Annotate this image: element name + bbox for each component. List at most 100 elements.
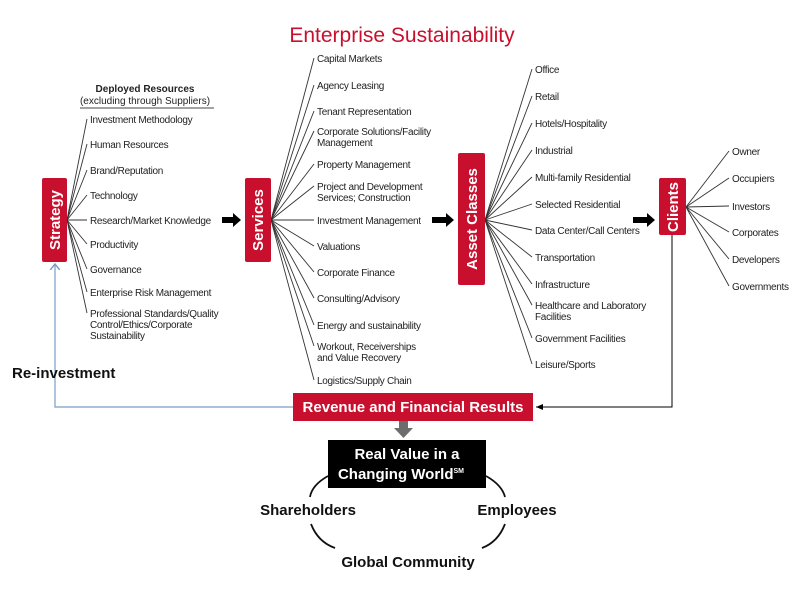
service-item: Logistics/Supply Chain bbox=[317, 376, 412, 387]
asset-class-item-connector bbox=[484, 122, 533, 221]
client-item: Occupiers bbox=[732, 174, 775, 185]
asset-class-item-connector bbox=[484, 219, 533, 339]
resource-item: Research/Market Knowledge bbox=[90, 216, 212, 227]
asset-class-item: Selected Residential bbox=[535, 200, 620, 211]
resource-item: Technology bbox=[90, 191, 138, 202]
client-item: Governments bbox=[732, 282, 789, 293]
service-item-connector bbox=[270, 57, 315, 221]
service-item: Property Management bbox=[317, 160, 411, 171]
asset-class-item: Infrastructure bbox=[535, 280, 590, 291]
client-item-connector bbox=[685, 205, 730, 208]
resource-item: Enterprise Risk Management bbox=[90, 288, 212, 299]
real-value-box: Real Value in a Changing WorldSM bbox=[328, 440, 486, 488]
clients-to-revenue-connector bbox=[536, 235, 673, 410]
asset-class-item: Multi-family Residential bbox=[535, 173, 631, 184]
resource-item-connector bbox=[66, 169, 88, 221]
revenue-label: Revenue and Financial Results bbox=[303, 399, 524, 416]
service-item-connector bbox=[270, 219, 315, 347]
service-item-connector bbox=[270, 163, 315, 221]
page-title: Enterprise Sustainability bbox=[289, 24, 515, 47]
asset-class-item: Retail bbox=[535, 92, 559, 103]
strategy-box: Strategy bbox=[42, 178, 67, 262]
asset-class-item-connector bbox=[484, 176, 533, 221]
reinvestment-label: Re-investment bbox=[12, 365, 115, 382]
asset-class-item: Hotels/Hospitality bbox=[535, 119, 607, 130]
deployed-resources-subtitle: (excluding through Suppliers) bbox=[80, 96, 210, 107]
service-item-connector bbox=[270, 84, 315, 221]
service-item-connector bbox=[270, 219, 315, 381]
asset-class-item-connector bbox=[484, 219, 533, 258]
service-item-connector bbox=[270, 130, 315, 221]
asset-class-item: Government Facilities bbox=[535, 334, 626, 345]
asset-class-item-connector bbox=[484, 68, 533, 221]
global-community-label: Global Community bbox=[341, 554, 475, 571]
service-item: Agency Leasing bbox=[317, 81, 384, 92]
asset-class-item-connector bbox=[484, 219, 533, 231]
asset-class-item-connector bbox=[484, 149, 533, 221]
fan-connectors bbox=[66, 57, 730, 381]
asset-class-item-connector bbox=[484, 95, 533, 221]
resource-item: Governance bbox=[90, 265, 142, 276]
resource-item-connector bbox=[66, 194, 88, 221]
service-item-connector bbox=[270, 110, 315, 221]
arrow-assets-to-clients bbox=[633, 213, 655, 227]
service-item-connector bbox=[270, 219, 315, 326]
service-item: Energy and sustainability bbox=[317, 321, 421, 332]
arrow-strategy-to-services bbox=[222, 213, 241, 227]
client-item-connector bbox=[685, 150, 730, 208]
service-item: Corporate Finance bbox=[317, 268, 395, 279]
asset-class-item-connector bbox=[484, 219, 533, 285]
resource-item: Investment Methodology bbox=[90, 115, 193, 126]
asset-class-item-connector bbox=[484, 219, 533, 306]
resource-item-connector bbox=[66, 219, 88, 245]
reinvestment-connector bbox=[55, 264, 293, 408]
service-item: Tenant Representation bbox=[317, 107, 411, 118]
arrow-services-to-assets bbox=[432, 213, 454, 227]
client-item-connector bbox=[685, 206, 730, 233]
asset-class-item: Office bbox=[535, 65, 560, 76]
resource-item: Human Resources bbox=[90, 140, 169, 151]
asset-class-item: Leisure/Sports bbox=[535, 360, 596, 371]
resource-item-connector bbox=[66, 219, 88, 270]
client-item-connector bbox=[685, 206, 730, 287]
resource-item-connector bbox=[66, 219, 88, 314]
client-item-connector bbox=[685, 206, 730, 260]
client-item-connector bbox=[685, 177, 730, 208]
service-item: Investment Management bbox=[317, 216, 421, 227]
resource-item-connector bbox=[66, 118, 88, 221]
asset-class-item-connector bbox=[484, 219, 533, 365]
deployed-resources-title: Deployed Resources bbox=[96, 84, 195, 95]
service-item-connector bbox=[270, 219, 315, 299]
asset-classes-box: Asset Classes bbox=[458, 153, 485, 285]
strategy-label: Strategy bbox=[47, 189, 64, 250]
service-item: Capital Markets bbox=[317, 54, 382, 65]
real-value-line2: Changing World bbox=[338, 466, 454, 483]
resource-item: Productivity bbox=[90, 240, 138, 251]
resource-item: Brand/Reputation bbox=[90, 166, 163, 177]
service-item-connector bbox=[270, 219, 315, 273]
real-value-line1: Real Value in a bbox=[354, 446, 460, 463]
resource-item-connector bbox=[66, 143, 88, 221]
client-item: Investors bbox=[732, 202, 770, 213]
shareholders-label: Shareholders bbox=[260, 502, 356, 519]
asset-class-item: Industrial bbox=[535, 146, 573, 157]
services-label: Services bbox=[250, 189, 267, 251]
revenue-box: Revenue and Financial Results bbox=[293, 393, 533, 421]
stakeholder-cycle bbox=[309, 475, 506, 549]
client-item: Corporates bbox=[732, 228, 779, 239]
service-item-connector bbox=[270, 185, 315, 221]
service-item: Consulting/Advisory bbox=[317, 294, 400, 305]
service-item-connector bbox=[270, 219, 315, 247]
service-mark: SM bbox=[454, 468, 465, 475]
asset-classes-label: Asset Classes bbox=[464, 168, 481, 270]
asset-class-item: Transportation bbox=[535, 253, 595, 264]
asset-class-item: Data Center/Call Centers bbox=[535, 226, 640, 237]
clients-box: Clients bbox=[659, 178, 686, 235]
service-item: Valuations bbox=[317, 242, 360, 253]
services-box: Services bbox=[245, 178, 271, 262]
